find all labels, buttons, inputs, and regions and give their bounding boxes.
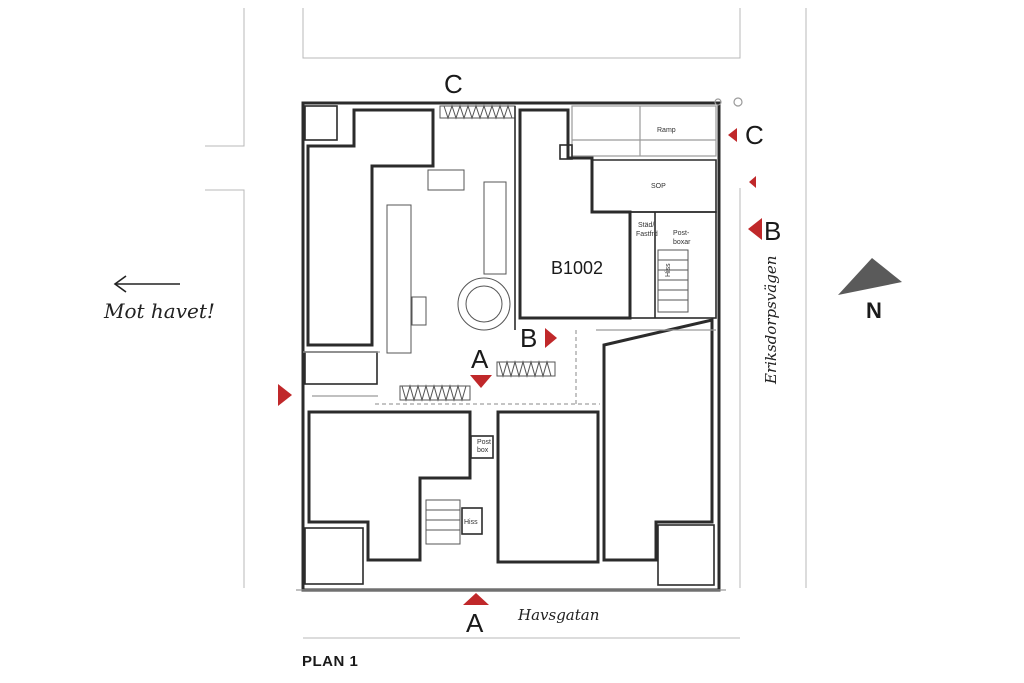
section-label-a-top: A bbox=[471, 344, 489, 374]
section-label-b-mid: B bbox=[520, 323, 537, 353]
entrance-left-marker bbox=[278, 384, 292, 406]
room-label-stad-1: Städ/ bbox=[638, 222, 654, 229]
unit-bottom-middle bbox=[496, 410, 600, 564]
section-markers bbox=[278, 128, 762, 605]
section-label-c-right: C bbox=[745, 120, 764, 150]
section-label-a-bottom: A bbox=[466, 608, 484, 638]
entrance-right-marker bbox=[749, 176, 756, 188]
street-name-right: Eriksdorpsvägen bbox=[762, 256, 780, 385]
compass: N bbox=[838, 258, 902, 323]
room-label-postbox-right-1: Post- bbox=[673, 230, 690, 237]
direction-arrow-icon bbox=[113, 275, 180, 293]
direction-note: Mot havet! bbox=[103, 299, 215, 323]
room-label-postbox-left-2: box bbox=[477, 447, 489, 454]
section-b-mid-marker bbox=[545, 328, 557, 348]
room-label-postbox-right-2: boxar bbox=[673, 239, 691, 246]
site-lines bbox=[205, 8, 807, 639]
courtyard bbox=[312, 104, 600, 405]
building-outline bbox=[296, 101, 726, 592]
room-label-sop: SOP bbox=[651, 183, 666, 190]
section-c-right-marker bbox=[728, 128, 737, 142]
plan-title: PLAN 1 bbox=[302, 653, 358, 670]
room-label-lift-right: Hiss bbox=[665, 263, 672, 277]
section-label-c-top: C bbox=[444, 69, 463, 99]
unit-label-b1002: B1002 bbox=[551, 258, 603, 278]
room-label-stad-2: Fastfrd bbox=[636, 231, 658, 238]
unit-bottom-right bbox=[596, 318, 716, 586]
section-a-bottom-marker bbox=[463, 593, 489, 605]
section-label-b-right: B bbox=[764, 216, 781, 246]
section-b-right-marker bbox=[748, 218, 762, 240]
service-rooms bbox=[559, 97, 743, 319]
section-a-top-marker bbox=[470, 375, 492, 388]
unit-top-left bbox=[303, 105, 435, 385]
room-label-lift-left: Hiss bbox=[464, 519, 478, 526]
room-label-postbox-left-1: Post bbox=[477, 439, 491, 446]
street-name-bottom: Havsgatan bbox=[517, 606, 599, 624]
compass-arrow-icon bbox=[838, 258, 902, 295]
unit-bottom-left bbox=[304, 410, 494, 585]
room-label-ramp: Ramp bbox=[657, 127, 676, 134]
compass-label: N bbox=[866, 298, 882, 323]
